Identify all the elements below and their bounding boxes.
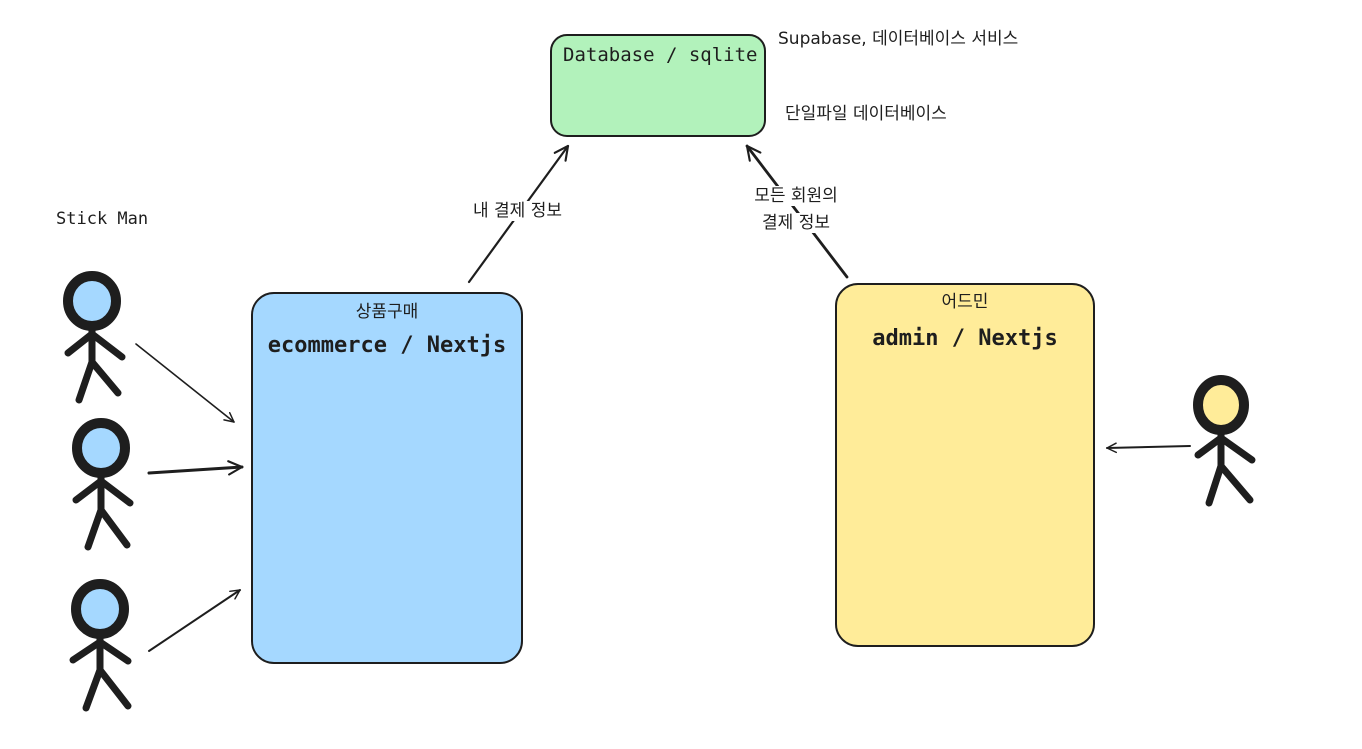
stick-man-3[interactable]	[69, 579, 132, 712]
admin-title: admin / Nextjs	[872, 326, 1058, 351]
admin-to-database-label-line1: 모든 회원의	[715, 186, 877, 207]
stick-man-3-head	[71, 579, 129, 639]
stick-man-2-body	[72, 470, 134, 551]
stick-man-2[interactable]	[72, 418, 134, 551]
stick-man-label: Stick Man	[56, 209, 149, 229]
stick-man-1[interactable]	[63, 271, 126, 404]
stick-man-1-body	[64, 323, 126, 404]
admin-to-database-label-line2: 결제 정보	[715, 213, 877, 234]
user-1-arrow[interactable]	[135, 343, 235, 423]
user-2-arrow[interactable]	[147, 460, 244, 476]
admin-stick-man-body	[1194, 427, 1256, 507]
admin-stick-man[interactable]	[1193, 375, 1256, 507]
database-box[interactable]	[550, 34, 766, 137]
database-title: Database / sqlite	[563, 44, 758, 66]
admin-box[interactable]	[835, 283, 1095, 647]
stick-man-1-head	[63, 271, 121, 331]
database-note-file: 단일파일 데이터베이스	[785, 104, 947, 124]
stick-man-2-head	[72, 418, 130, 478]
ecommerce-subtitle: 상품구매	[355, 302, 419, 322]
user-3-arrow[interactable]	[148, 589, 241, 652]
admin-user-arrow[interactable]	[1106, 442, 1191, 454]
stick-man-3-body	[69, 631, 132, 712]
ecommerce-box[interactable]	[251, 292, 523, 664]
admin-to-database-arrow[interactable]	[745, 144, 849, 279]
admin-stick-man-head	[1193, 375, 1249, 435]
database-note-service: Supabase, 데이터베이스 서비스	[778, 29, 1019, 49]
ecommerce-to-database-label: 내 결제 정보	[430, 201, 605, 222]
admin-subtitle: 어드민	[941, 292, 989, 312]
ecommerce-title: ecommerce / Nextjs	[267, 333, 507, 358]
